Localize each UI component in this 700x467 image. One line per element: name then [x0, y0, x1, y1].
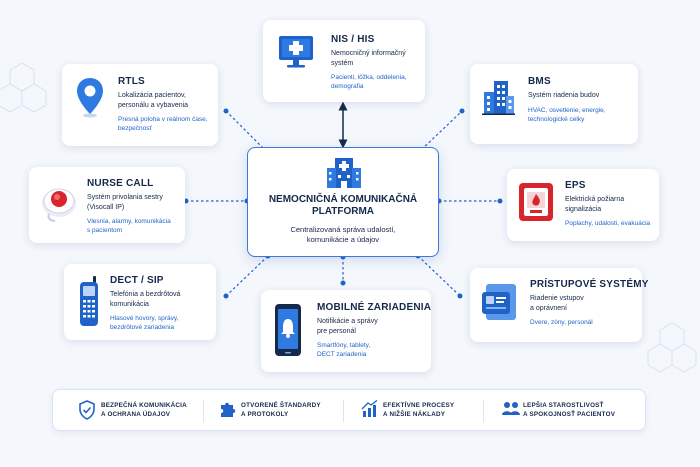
location-pin-icon: [77, 78, 103, 118]
bms-title: BMS: [528, 76, 551, 87]
eps-title: EPS: [565, 180, 586, 191]
smartphone-bell-icon: [275, 304, 301, 356]
benefit-divider: [343, 400, 344, 422]
rtls-details: Presná poloha v reálnom čase, bezpečnosť: [118, 116, 208, 132]
dect-sip-card: DECT / SIP Telefónia a bezdrôtová komuni…: [64, 264, 216, 340]
mobile-description: Notifikácie a správy pre personál: [317, 318, 378, 335]
benefit-label: LEPŠIA STAROSTLIVOSŤ A SPOKOJNOSŤ PACIEN…: [523, 402, 616, 418]
access-title: PRÍSTUPOVÉ SYSTÉMY: [530, 279, 649, 290]
cordless-phone-icon: [80, 276, 98, 326]
benefit-divider: [483, 400, 484, 422]
nurse-call-card: NURSE CALL Systém privolania sestry (Vis…: [29, 167, 185, 243]
nis-his-card: NIS / HIS Nemocničný informačný systém P…: [263, 20, 425, 102]
nurse-call-description: Systém privolania sestry (Visocall IP): [87, 194, 163, 211]
eps-card: EPS Elektrická požiarna signalizácia Pop…: [507, 169, 659, 241]
benefit-divider: [203, 400, 204, 422]
mobile-devices-card: MOBILNÉ ZARIADENIA Notifikácie a správy …: [261, 290, 431, 372]
rtls-description: Lokalizácia pacientov, personálu a vybav…: [118, 92, 189, 109]
access-systems-card: PRÍSTUPOVÉ SYSTÉMY Riadenie vstupov a op…: [470, 268, 648, 342]
puzzle-icon: [221, 402, 236, 417]
central-platform-card: NEMOCNIČNÁ KOMUNIKAČNÁ PLATFORMA Central…: [247, 147, 439, 257]
monitor-medical-cross-icon: [279, 36, 313, 68]
eps-description: Elektrická požiarna signalizácia: [565, 196, 625, 213]
nurse-call-title: NURSE CALL: [87, 178, 154, 189]
nis-details: Pacienti, lôžka, oddelenia, demografia: [331, 74, 407, 90]
dect-title: DECT / SIP: [110, 275, 164, 286]
hospital-building-icon: [327, 158, 361, 188]
bms-description: Systém riadenia budov: [528, 92, 600, 99]
eps-details: Poplachy, udalosti, evakuácia: [565, 220, 651, 227]
dect-description: Telefónia a bezdrôtová komunikácia: [110, 291, 181, 308]
nis-description: Nemocničný informačný systém: [331, 50, 406, 67]
mobile-details: Smartfóny, tablety, DECT zariadenia: [317, 342, 371, 358]
platform-title: NEMOCNIČNÁ KOMUNIKAČNÁ PLATFORMA: [268, 194, 418, 217]
benefit-label: BEZPEČNÁ KOMUNIKÁCIA A OCHRANA ÚDAJOV: [101, 402, 187, 418]
access-description: Riadenie vstupov a oprávnení: [530, 295, 584, 312]
mobile-title: MOBILNÉ ZARIADENIA: [317, 302, 432, 313]
dect-details: Hlasové hovory, správy, bezdrôtové zaria…: [110, 315, 179, 331]
bms-details: HVAC, osvetlenie, energie, technologické…: [528, 106, 606, 123]
fire-alarm-icon: [519, 183, 553, 221]
nurse-call-details: Vlesnia, alarmy, komunikácia s pacientom: [87, 218, 171, 234]
rtls-title: RTLS: [118, 76, 145, 87]
benefit-label: OTVORENÉ ŠTANDARDY A PROTOKOLY: [241, 402, 321, 418]
benefit-label: EFEKTÍVNE PROCESY A NIŽŠIE NÁKLADY: [383, 402, 455, 418]
nis-title: NIS / HIS: [331, 34, 375, 45]
platform-subtitle: Centralizovaná správa udalostí, komuniká…: [290, 225, 396, 244]
chart-growth-icon: [361, 400, 378, 417]
bms-card: BMS Systém riadenia budov HVAC, osvetlen…: [470, 64, 638, 144]
access-card-icon: [482, 284, 516, 320]
people-care-icon: [502, 402, 520, 415]
rtls-card: RTLS Lokalizácia pacientov, personálu a …: [62, 64, 218, 146]
call-button-icon: [42, 188, 76, 222]
benefits-bar: BEZPEČNÁ KOMUNIKÁCIA A OCHRANA ÚDAJOV OT…: [52, 389, 646, 431]
buildings-icon: [482, 81, 515, 115]
shield-check-icon: [79, 400, 95, 420]
access-details: Dvere, zóny, personál: [530, 319, 593, 326]
